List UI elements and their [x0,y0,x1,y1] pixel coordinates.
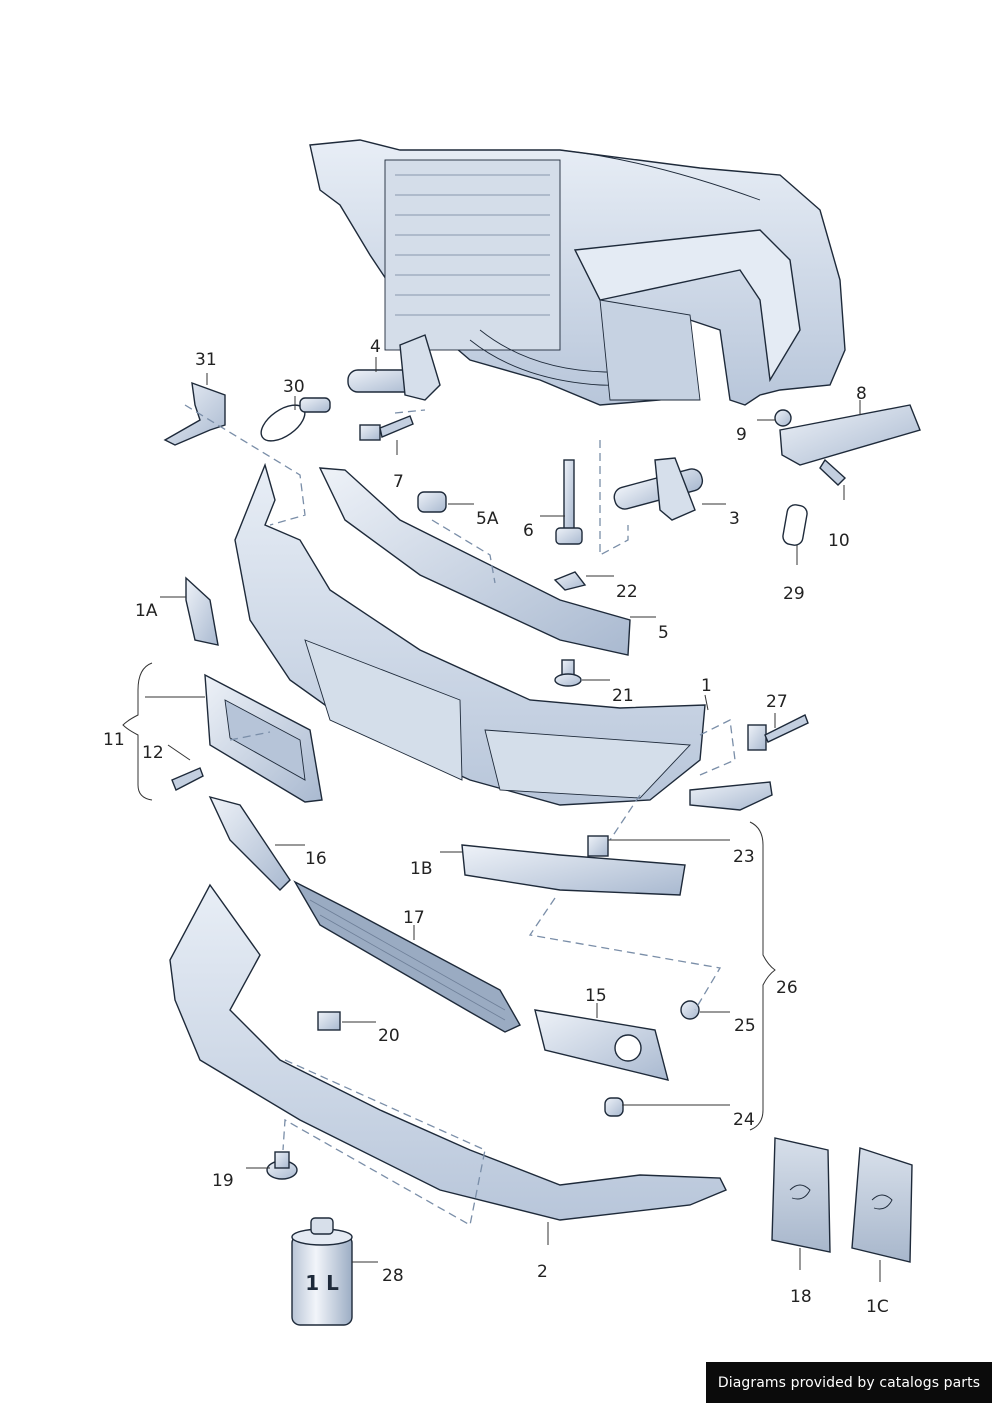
seal-part-29 [782,504,808,546]
label-11: 11 [103,730,125,750]
credit-banner: Diagrams provided by catalogs parts [706,1362,992,1403]
washer-part-25 [680,1000,700,1020]
bag-part-1C [851,1147,913,1263]
label-1B: 1B [410,859,432,879]
label-9: 9 [736,425,747,445]
clip-part-5A [417,491,447,513]
label-15: 15 [585,986,607,1006]
label-24: 24 [733,1110,755,1130]
license-plate-holder-part-11 [204,673,323,803]
guide-part-8 [779,404,921,466]
car-front-structure [309,139,846,406]
grille-part-17 [293,880,521,1033]
label-1A: 1A [135,601,158,621]
can-volume-text: 1 L [305,1271,339,1295]
part-labels: 31 30 4 7 5A 6 3 22 5 21 8 9 10 29 27 1 … [103,337,889,1317]
bag-part-18 [771,1137,831,1253]
label-21: 21 [612,686,634,706]
cap-part-1A [185,576,219,646]
fog-grille-part-15 [534,1009,669,1081]
nut-part-9 [774,409,792,427]
label-2: 2 [537,1262,548,1282]
label-27: 27 [766,692,788,712]
trim-part-16 [208,795,291,891]
label-18: 18 [790,1287,812,1307]
assembly-lines [184,404,736,1227]
label-31: 31 [195,350,217,370]
label-6: 6 [523,521,534,541]
label-28: 28 [382,1266,404,1286]
bolt-part-27 [747,714,809,751]
label-10: 10 [828,531,850,551]
credit-text: Diagrams provided by catalogs parts [717,1374,981,1391]
screw-part-12 [171,767,204,791]
label-30: 30 [283,377,305,397]
towing-bracket-part-3 [613,457,704,521]
label-17: 17 [403,908,425,928]
label-23: 23 [733,847,755,867]
label-25: 25 [734,1016,756,1036]
label-8: 8 [856,384,867,404]
label-16: 16 [305,849,327,869]
label-19: 19 [212,1171,234,1191]
plug-part-19 [266,1151,298,1180]
impact-bar-part-5 [318,467,631,656]
label-29: 29 [783,584,805,604]
leader-lines [122,357,881,1282]
label-20: 20 [378,1026,400,1046]
label-7: 7 [393,472,404,492]
label-4: 4 [370,337,381,357]
plug-part-30 [260,397,331,442]
label-22: 22 [616,582,638,602]
clip-part-20 [317,1011,341,1031]
label-5A: 5A [476,509,499,529]
adhesive-can-part-28: 1 L [291,1217,353,1326]
screw-part-10 [819,458,847,486]
label-12: 12 [142,743,164,763]
bracket-part-31 [163,381,226,446]
label-3: 3 [729,509,740,529]
bolt-part-6 [555,459,583,545]
towing-bracket-part-4 [347,334,441,401]
nut-part-23 [587,835,609,857]
screw-part-7 [359,415,414,441]
label-5: 5 [658,623,669,643]
label-26: 26 [776,978,798,998]
label-1: 1 [701,676,712,696]
spoiler-part-2 [169,883,727,1221]
bumper-cover-part-1 [234,462,773,811]
moulding-part-1B [461,844,686,896]
label-1C: 1C [866,1297,889,1317]
bracket-part-22 [553,571,587,591]
pin-part-21 [554,659,582,687]
clip-part-24 [604,1097,624,1117]
